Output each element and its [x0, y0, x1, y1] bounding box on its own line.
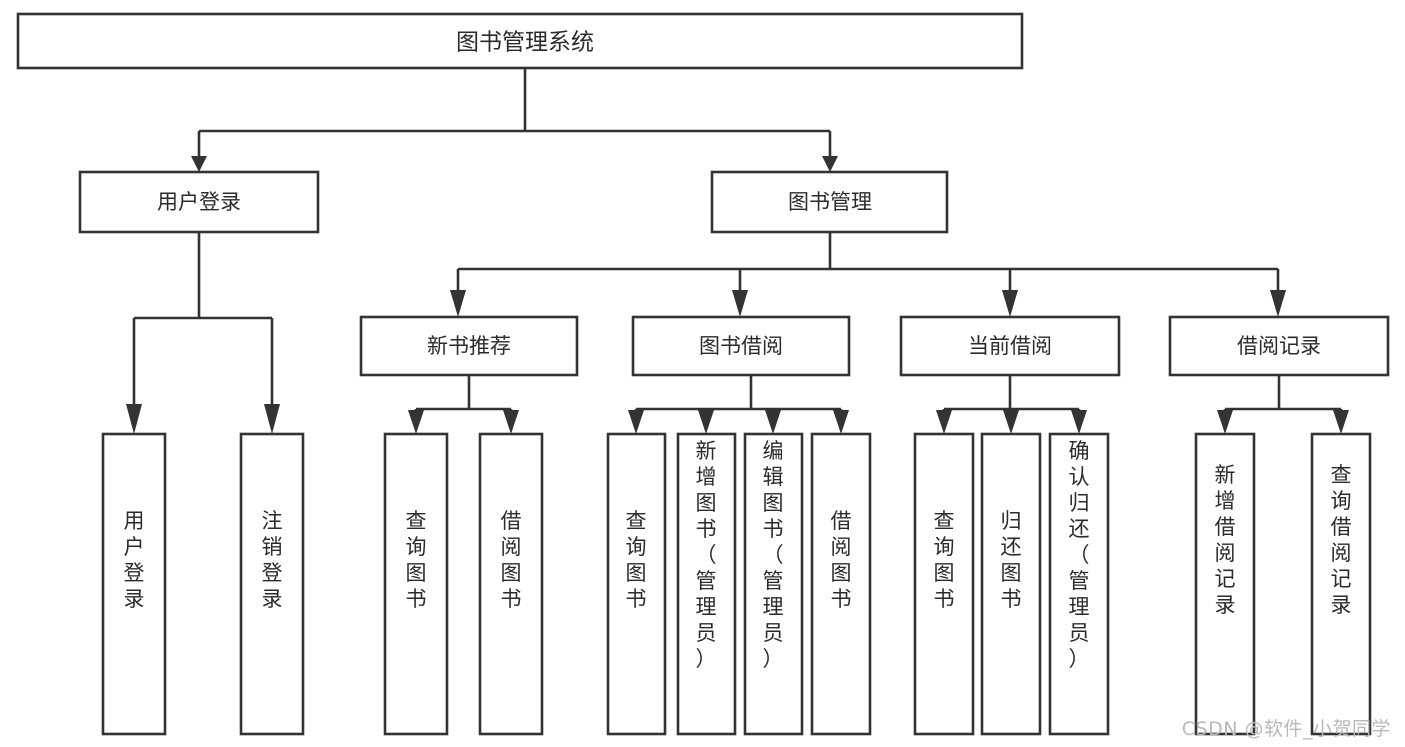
node-leaf-return-book[interactable]: 归还图书: [980, 432, 1042, 736]
node-current-borrow[interactable]: 当前借阅: [899, 315, 1121, 377]
node-book-borrow-box[interactable]: [631, 315, 851, 377]
arrow-head-leaf-edit-book: [765, 410, 781, 434]
node-leaf-query-book-2[interactable]: 查询图书: [606, 432, 667, 736]
node-leaf-user-login-box[interactable]: [101, 432, 167, 736]
node-leaf-confirm-return[interactable]: 确认归还（管理员）: [1048, 432, 1110, 736]
node-leaf-user-logout[interactable]: 注销登录: [239, 432, 305, 736]
node-book-manage-label: 图书管理: [788, 190, 872, 214]
arrow-head-borrow-record: [1270, 290, 1286, 317]
node-root-box[interactable]: [16, 12, 1024, 70]
node-leaf-query-book-2-label: 查询图书: [626, 509, 647, 611]
node-leaf-query-book-2-box[interactable]: [606, 432, 667, 736]
node-leaf-add-book-label: 新增图书（管理员）: [696, 439, 717, 671]
node-leaf-query-book-3[interactable]: 查询图书: [913, 432, 975, 736]
node-book-manage[interactable]: 图书管理: [710, 170, 949, 234]
node-leaf-query-book-3-label: 查询图书: [934, 509, 955, 611]
arrow-head-leaf-user-login: [126, 404, 142, 434]
node-leaf-add-book-box[interactable]: [676, 432, 737, 736]
arrow-head-new-book-rec: [450, 290, 466, 317]
node-leaf-user-login[interactable]: 用户登录: [101, 432, 167, 736]
node-leaf-query-book-1-label: 查询图书: [406, 509, 427, 611]
node-leaf-query-book-1[interactable]: 查询图书: [383, 432, 449, 736]
node-leaf-return-book-label: 归还图书: [1001, 509, 1022, 611]
arrow-head-user-login: [191, 156, 207, 172]
node-leaf-borrow-book-1-label: 借阅图书: [501, 509, 522, 611]
arrow-head-leaf-borrow-book-2: [833, 410, 849, 434]
node-book-manage-box[interactable]: [710, 170, 949, 234]
node-current-borrow-label: 当前借阅: [968, 334, 1052, 358]
node-borrow-record[interactable]: 借阅记录: [1168, 315, 1390, 377]
arrow-head-leaf-add-book: [698, 410, 714, 434]
node-leaf-add-record-box[interactable]: [1194, 432, 1256, 736]
arrow-head-current-borrow: [1002, 290, 1018, 317]
node-leaf-edit-book[interactable]: 编辑图书（管理员）: [743, 432, 804, 736]
node-leaf-confirm-return-label: 确认归还（管理员）: [1069, 439, 1090, 671]
node-leaf-user-logout-label: 注销登录: [262, 509, 283, 611]
node-leaf-borrow-book-2[interactable]: 借阅图书: [810, 432, 872, 736]
arrow-head-leaf-query-record: [1333, 410, 1349, 434]
node-user-login[interactable]: 用户登录: [78, 170, 320, 234]
node-new-book-rec[interactable]: 新书推荐: [359, 315, 579, 377]
node-leaf-borrow-book-2-box[interactable]: [810, 432, 872, 736]
connector-layer: [126, 68, 1349, 434]
node-leaf-add-book[interactable]: 新增图书（管理员）: [676, 432, 737, 736]
node-new-book-rec-label: 新书推荐: [427, 334, 511, 358]
arrow-head-leaf-query-book-3: [936, 410, 952, 434]
node-user-login-box[interactable]: [78, 170, 320, 234]
node-borrow-record-label: 借阅记录: [1237, 334, 1321, 358]
node-leaf-confirm-return-box[interactable]: [1048, 432, 1110, 736]
node-new-book-rec-box[interactable]: [359, 315, 579, 377]
node-current-borrow-box[interactable]: [899, 315, 1121, 377]
node-leaf-return-book-box[interactable]: [980, 432, 1042, 736]
node-leaf-borrow-book-2-label: 借阅图书: [831, 509, 852, 611]
arrow-head-leaf-add-record: [1217, 410, 1233, 434]
node-leaf-add-record-label: 新增借阅记录: [1215, 463, 1236, 617]
arrow-head-leaf-user-logout: [264, 404, 280, 434]
arrow-head-leaf-borrow-book-1: [503, 410, 519, 434]
node-leaf-user-login-label: 用户登录: [124, 509, 145, 611]
node-root-label: 图书管理系统: [456, 30, 594, 56]
arrow-head-book-borrow: [732, 290, 748, 317]
node-borrow-record-box[interactable]: [1168, 315, 1390, 377]
arrow-head-leaf-query-book-2: [628, 410, 644, 434]
node-leaf-user-logout-box[interactable]: [239, 432, 305, 736]
node-leaf-query-record-box[interactable]: [1310, 432, 1372, 736]
node-leaf-borrow-book-1[interactable]: 借阅图书: [478, 432, 544, 736]
node-leaf-borrow-book-1-box[interactable]: [478, 432, 544, 736]
node-leaf-edit-book-box[interactable]: [743, 432, 804, 736]
node-leaf-edit-book-label: 编辑图书（管理员）: [763, 439, 784, 671]
node-leaf-query-book-1-box[interactable]: [383, 432, 449, 736]
node-leaf-query-record-label: 查询借阅记录: [1331, 463, 1352, 617]
arrow-head-leaf-return-book: [1003, 410, 1019, 434]
watermark-text: CSDN @软件_小贺同学: [1181, 718, 1391, 740]
arrow-head-leaf-confirm-return: [1071, 410, 1087, 434]
node-leaf-query-book-3-box[interactable]: [913, 432, 975, 736]
node-root[interactable]: 图书管理系统: [16, 12, 1024, 70]
node-book-borrow[interactable]: 图书借阅: [631, 315, 851, 377]
node-user-login-label: 用户登录: [157, 190, 241, 214]
node-leaf-query-record[interactable]: 查询借阅记录: [1310, 432, 1372, 736]
arrow-head-book-manage: [822, 156, 838, 172]
node-leaf-add-record[interactable]: 新增借阅记录: [1194, 432, 1256, 736]
arrow-head-leaf-query-book-1: [408, 410, 424, 434]
node-book-borrow-label: 图书借阅: [699, 334, 783, 358]
